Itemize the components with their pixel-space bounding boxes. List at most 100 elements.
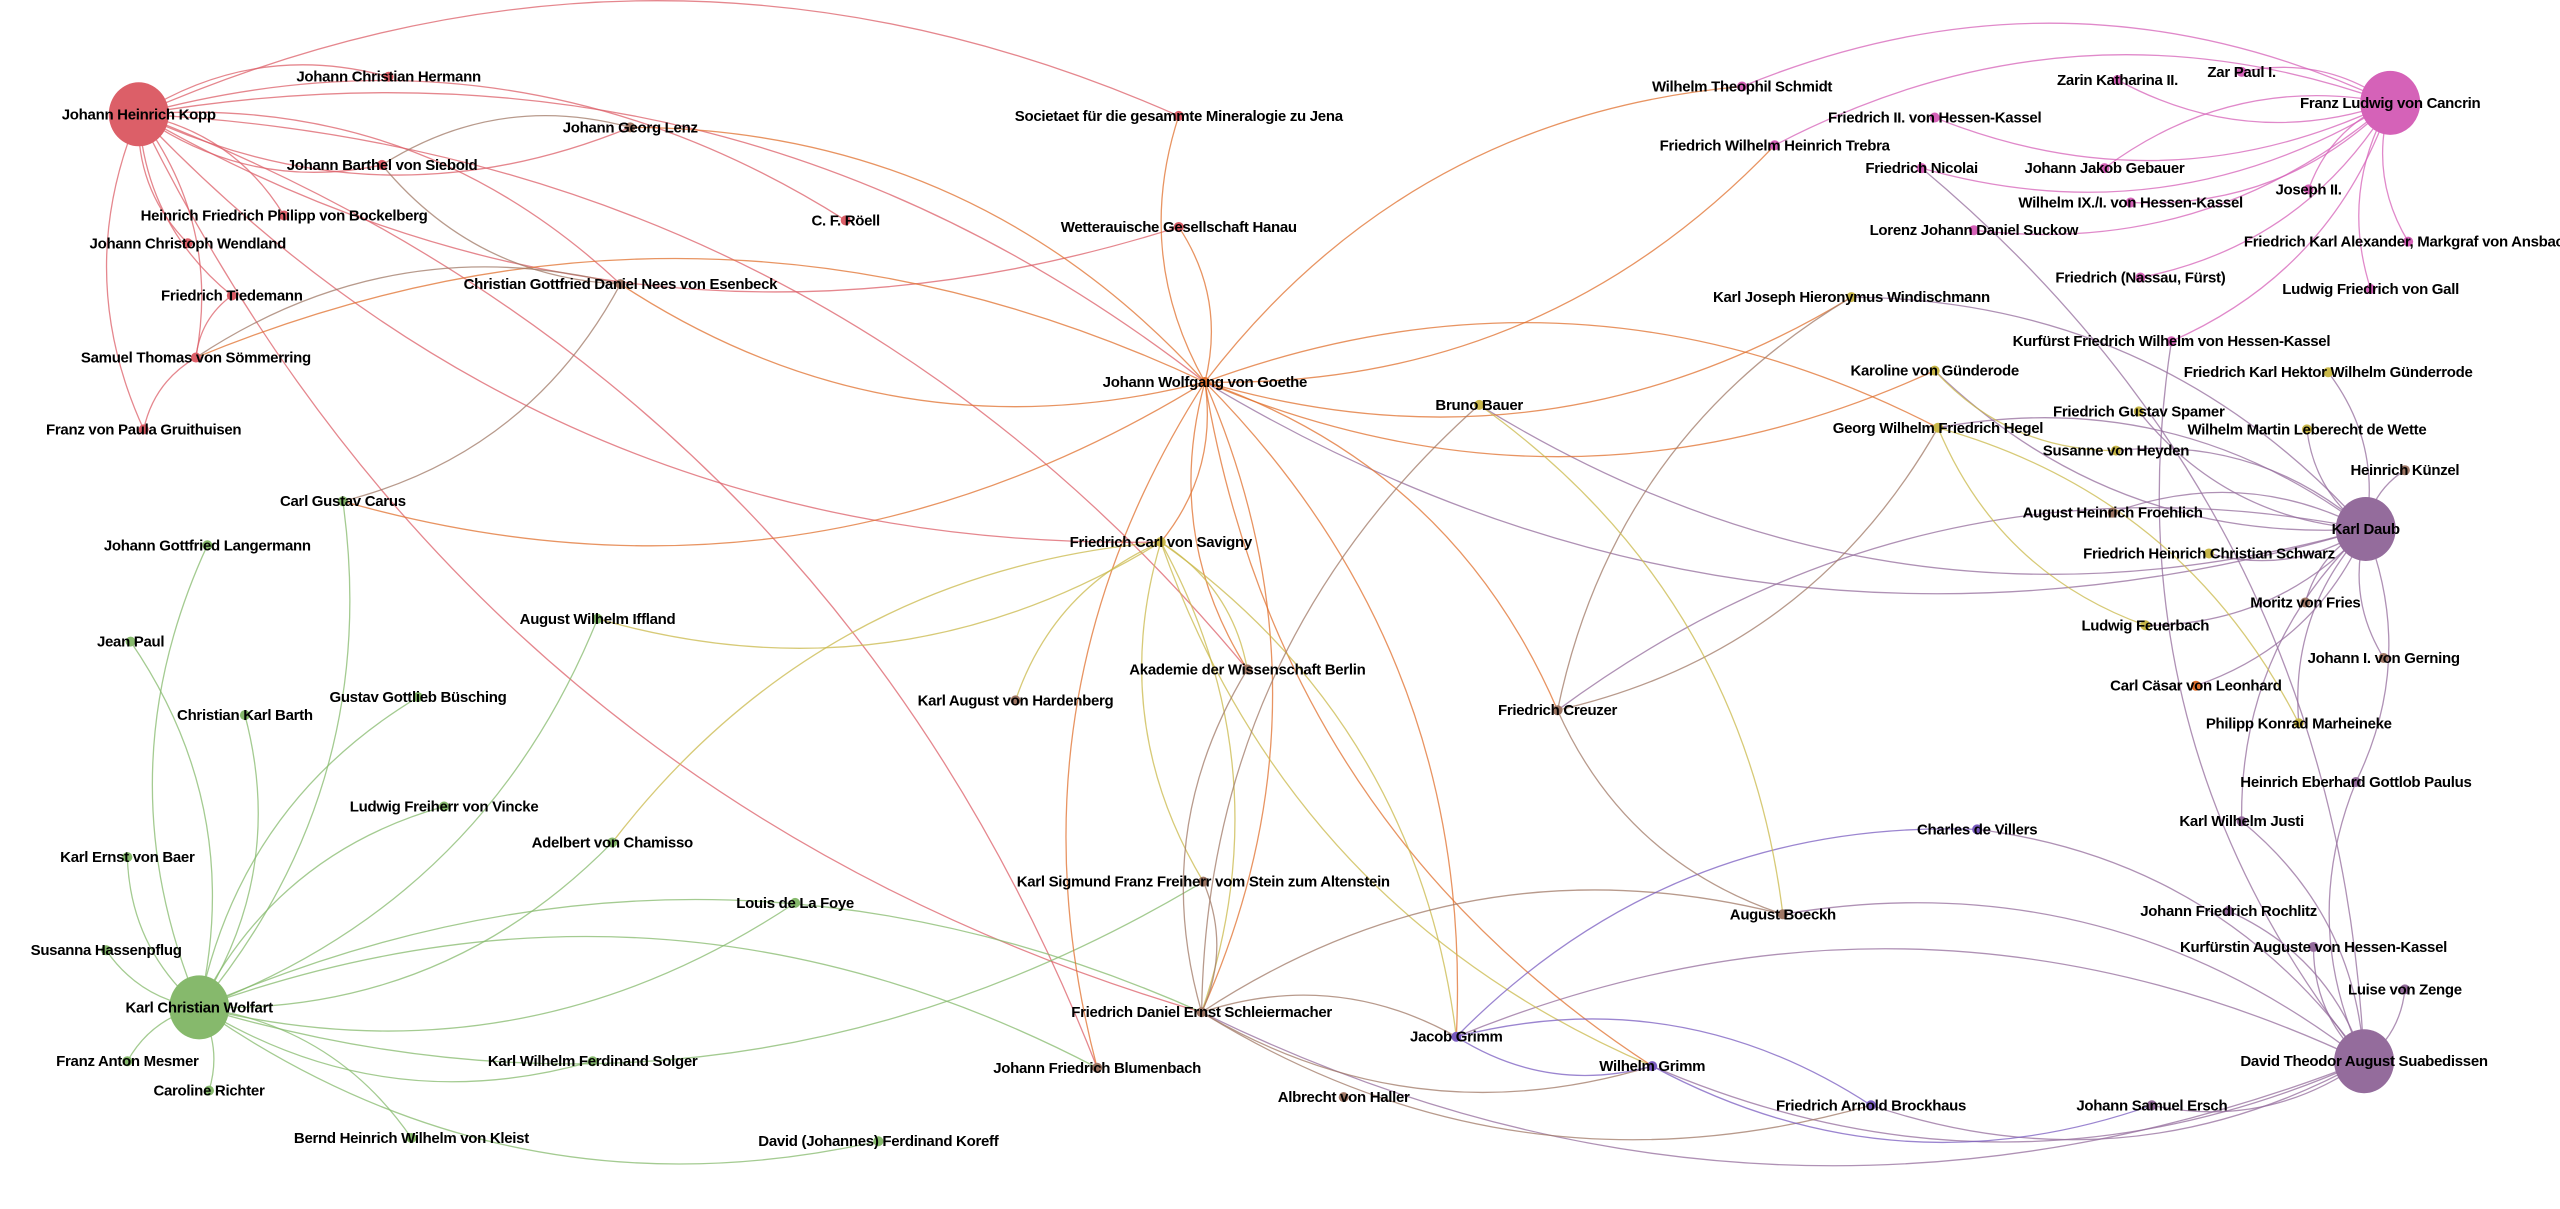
edge bbox=[1651, 1060, 2365, 1143]
node[interactable] bbox=[182, 238, 193, 249]
node[interactable] bbox=[1242, 664, 1253, 675]
node[interactable] bbox=[1092, 1062, 1103, 1073]
node-label: August Wilhelm Iffland bbox=[520, 611, 676, 628]
node[interactable] bbox=[1338, 1092, 1349, 1103]
node[interactable] bbox=[1929, 365, 1940, 376]
node[interactable] bbox=[2360, 70, 2421, 135]
node[interactable] bbox=[2140, 620, 2151, 631]
node[interactable] bbox=[587, 1056, 598, 1067]
node[interactable] bbox=[790, 897, 801, 908]
node[interactable] bbox=[2365, 283, 2376, 294]
node[interactable] bbox=[1010, 695, 1021, 706]
node[interactable] bbox=[840, 215, 851, 226]
node[interactable] bbox=[1474, 399, 1485, 410]
node[interactable] bbox=[1769, 140, 1780, 151]
node[interactable] bbox=[2335, 496, 2396, 561]
node[interactable] bbox=[1968, 225, 1979, 236]
node[interactable] bbox=[2203, 548, 2214, 559]
edge bbox=[198, 696, 419, 1008]
node[interactable] bbox=[2125, 197, 2136, 208]
node[interactable] bbox=[2399, 465, 2410, 476]
node[interactable] bbox=[2378, 652, 2389, 663]
node[interactable] bbox=[101, 945, 112, 956]
node[interactable] bbox=[2334, 1029, 2395, 1094]
node[interactable] bbox=[2303, 184, 2314, 195]
node[interactable] bbox=[337, 496, 348, 507]
node[interactable] bbox=[2110, 445, 2121, 456]
node[interactable] bbox=[2166, 336, 2177, 347]
node[interactable] bbox=[1196, 1007, 1207, 1018]
edge bbox=[198, 1006, 593, 1083]
node[interactable] bbox=[122, 1056, 133, 1067]
node[interactable] bbox=[1972, 824, 1983, 835]
node-label: Joseph II. bbox=[2275, 181, 2341, 198]
node[interactable] bbox=[2112, 75, 2123, 85]
node[interactable] bbox=[439, 801, 450, 812]
node[interactable] bbox=[625, 122, 636, 133]
node[interactable] bbox=[122, 852, 133, 863]
node[interactable] bbox=[1647, 1061, 1658, 1072]
node[interactable] bbox=[873, 1136, 884, 1147]
node[interactable] bbox=[2300, 597, 2311, 608]
node[interactable] bbox=[239, 710, 250, 721]
node[interactable] bbox=[2308, 941, 2319, 952]
node[interactable] bbox=[2107, 507, 2118, 518]
node[interactable] bbox=[1552, 705, 1563, 716]
node[interactable] bbox=[2399, 984, 2410, 995]
node[interactable] bbox=[377, 159, 388, 170]
node[interactable] bbox=[1198, 876, 1209, 887]
node-label: Kurfürst Friedrich Wilhelm von Hessen-Ka… bbox=[2013, 333, 2331, 350]
node[interactable] bbox=[2236, 816, 2247, 827]
node[interactable] bbox=[226, 290, 237, 301]
node[interactable] bbox=[2403, 236, 2414, 247]
edge bbox=[611, 541, 1161, 843]
node[interactable] bbox=[615, 279, 626, 290]
node-label: Friedrich (Nassau, Fürst) bbox=[2055, 270, 2225, 287]
node[interactable] bbox=[279, 210, 290, 221]
node[interactable] bbox=[2350, 777, 2361, 788]
node[interactable] bbox=[2301, 424, 2312, 435]
node[interactable] bbox=[412, 692, 423, 703]
node[interactable] bbox=[2236, 66, 2247, 77]
node[interactable] bbox=[592, 613, 603, 624]
node[interactable] bbox=[190, 352, 201, 363]
node[interactable] bbox=[1916, 163, 1927, 174]
node[interactable] bbox=[1929, 112, 1940, 123]
node[interactable] bbox=[1451, 1031, 1462, 1042]
edge bbox=[1851, 296, 2367, 530]
node[interactable] bbox=[2190, 680, 2201, 691]
node[interactable] bbox=[383, 71, 394, 82]
edge bbox=[1204, 381, 1459, 1037]
node[interactable] bbox=[1173, 110, 1184, 121]
edge bbox=[1557, 507, 2366, 711]
node[interactable] bbox=[1866, 1100, 1877, 1111]
node[interactable] bbox=[1155, 537, 1166, 548]
node[interactable] bbox=[2323, 367, 2334, 378]
node[interactable] bbox=[108, 82, 169, 147]
node[interactable] bbox=[1199, 377, 1210, 388]
node[interactable] bbox=[1846, 292, 1857, 303]
node[interactable] bbox=[2223, 906, 2234, 917]
edge bbox=[1204, 321, 1939, 429]
node[interactable] bbox=[203, 1085, 214, 1096]
node[interactable] bbox=[2135, 272, 2146, 283]
node[interactable] bbox=[1777, 909, 1788, 920]
node[interactable] bbox=[138, 424, 149, 435]
node[interactable] bbox=[2293, 718, 2304, 729]
node[interactable] bbox=[1737, 81, 1748, 92]
node[interactable] bbox=[1173, 221, 1184, 232]
node-label: Karl Daub bbox=[2332, 521, 2400, 538]
node[interactable] bbox=[2133, 406, 2144, 417]
node[interactable] bbox=[2099, 163, 2110, 174]
node[interactable] bbox=[406, 1132, 417, 1143]
node[interactable] bbox=[125, 636, 136, 647]
node-label: Adelbert von Chamisso bbox=[532, 834, 693, 851]
node[interactable] bbox=[2146, 1100, 2157, 1111]
edge bbox=[138, 113, 1098, 1068]
node[interactable] bbox=[607, 837, 618, 848]
node[interactable] bbox=[202, 540, 213, 551]
edge bbox=[1921, 167, 2365, 1062]
edge bbox=[1160, 541, 1457, 1037]
node[interactable] bbox=[169, 975, 230, 1040]
node[interactable] bbox=[1932, 422, 1943, 433]
